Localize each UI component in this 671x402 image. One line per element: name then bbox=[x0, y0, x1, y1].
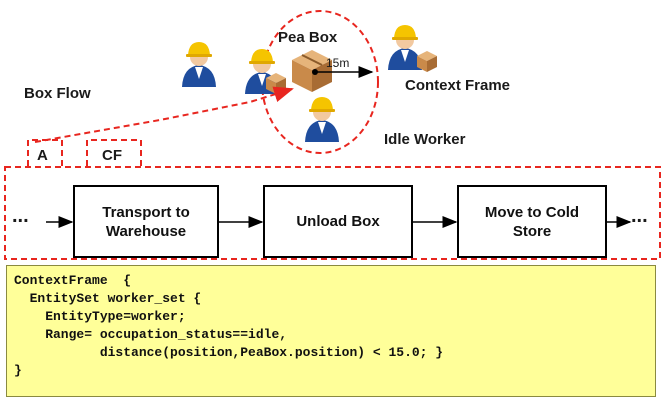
idle-worker-label: Idle Worker bbox=[384, 131, 466, 148]
association-arrow bbox=[34, 86, 294, 143]
tag-cf-frame bbox=[86, 139, 142, 166]
box-flow-label: Box Flow bbox=[24, 85, 91, 102]
box-icon bbox=[292, 50, 332, 92]
pea-box-label: Pea Box bbox=[278, 29, 338, 46]
step-unload-box: Unload Box bbox=[263, 185, 413, 258]
step-move-to-cold-store: Move to Cold Store bbox=[457, 185, 607, 258]
worker-icon bbox=[182, 42, 216, 87]
distance-label: 15m bbox=[326, 56, 350, 70]
step-transport-to-warehouse: Transport to Warehouse bbox=[73, 185, 219, 258]
process-flow-container bbox=[4, 166, 661, 260]
code-line: } bbox=[14, 363, 22, 378]
code-line: Range= occupation_status==idle, bbox=[14, 327, 288, 342]
worker-with-box-icon bbox=[388, 25, 437, 72]
tag-a-label: A bbox=[37, 147, 48, 164]
idle-worker-icon bbox=[305, 97, 339, 142]
context-frame-label: Context Frame bbox=[405, 77, 511, 94]
code-line: EntityType=worker; bbox=[14, 309, 186, 324]
tag-a-frame bbox=[27, 139, 63, 166]
worker-with-box-icon bbox=[245, 49, 286, 94]
code-line: distance(position,PeaBox.position) < 15.… bbox=[14, 345, 444, 360]
tag-cf-label: CF bbox=[102, 147, 122, 164]
context-frame-code-block: ContextFrame { EntitySet worker_set { En… bbox=[6, 265, 656, 397]
flow-ellipsis-right: ... bbox=[631, 205, 648, 227]
flow-ellipsis-left: ... bbox=[12, 205, 29, 227]
code-line: ContextFrame { bbox=[14, 273, 132, 288]
code-line: EntitySet worker_set { bbox=[14, 291, 202, 306]
